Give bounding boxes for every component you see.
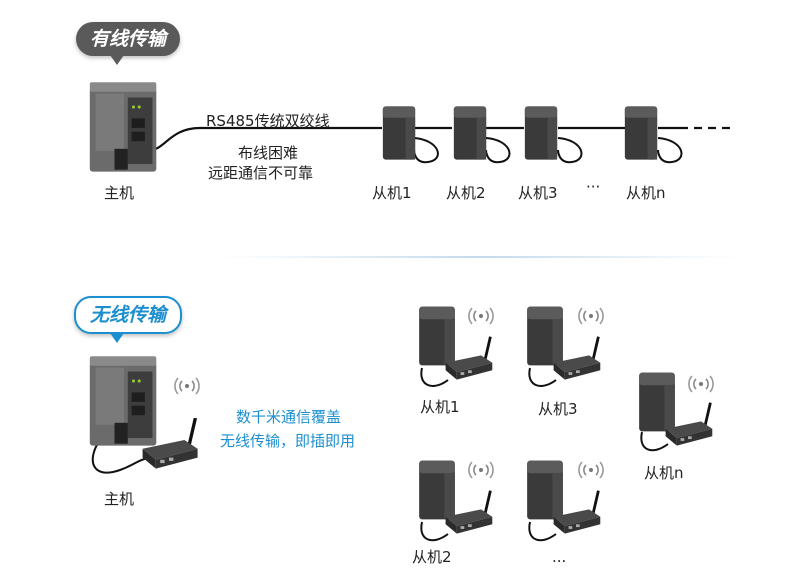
wireless-slave-1-label: 从机1 — [420, 398, 460, 416]
wireless-slave-more-signal-icon — [576, 460, 606, 480]
wireless-slave-3-radio — [548, 336, 604, 384]
wired-slave-2-device — [451, 104, 489, 162]
wired-slave-n-label: 从机n — [626, 184, 666, 202]
wireless-slave-2-radio — [440, 490, 496, 538]
wired-badge: 有线传输 — [76, 22, 181, 65]
wired-host-plc — [86, 78, 162, 174]
wireless-host-radio — [136, 418, 202, 473]
wireless-host-signal-icon — [172, 376, 202, 396]
wired-slave-2-label: 从机2 — [446, 184, 486, 202]
wireless-host-label: 主机 — [104, 490, 135, 508]
wireless-slave-2-signal-icon — [466, 460, 496, 480]
wired-slave-3-device — [522, 104, 560, 162]
wireless-slave-3-signal-icon — [576, 306, 606, 326]
wired-host-label: 主机 — [104, 184, 135, 202]
wired-slave-n-device — [622, 104, 660, 162]
wireless-badge: 无线传输 — [74, 296, 183, 343]
wired-ellipsis: ··· — [586, 178, 601, 196]
wireless-slave-2-label: 从机2 — [412, 548, 452, 566]
wireless-slave-n-label: 从机n — [644, 464, 684, 482]
wireless-slave-n-signal-icon — [686, 374, 716, 394]
wireless-slave-1-radio — [440, 336, 496, 384]
wireless-desc-line2: 无线传输，即插即用 — [220, 432, 356, 450]
section-divider — [220, 256, 740, 258]
wired-slave-1-device — [380, 104, 418, 162]
wired-cable-label: RS485传统双绞线 — [206, 112, 330, 130]
wireless-slave-1-signal-icon — [466, 306, 496, 326]
wireless-desc-line1: 数千米通信覆盖 — [236, 408, 342, 426]
wireless-slave-n-radio — [660, 402, 716, 450]
wireless-slave-3-label: 从机3 — [538, 400, 578, 418]
wireless-slave-more-radio — [548, 490, 604, 538]
wired-slave-1-label: 从机1 — [372, 184, 412, 202]
wired-note-line2: 远距通信不可靠 — [208, 164, 314, 182]
wired-note-line1: 布线困难 — [238, 144, 299, 162]
wireless-ellipsis: ... — [552, 548, 567, 566]
wired-slave-3-label: 从机3 — [518, 184, 558, 202]
